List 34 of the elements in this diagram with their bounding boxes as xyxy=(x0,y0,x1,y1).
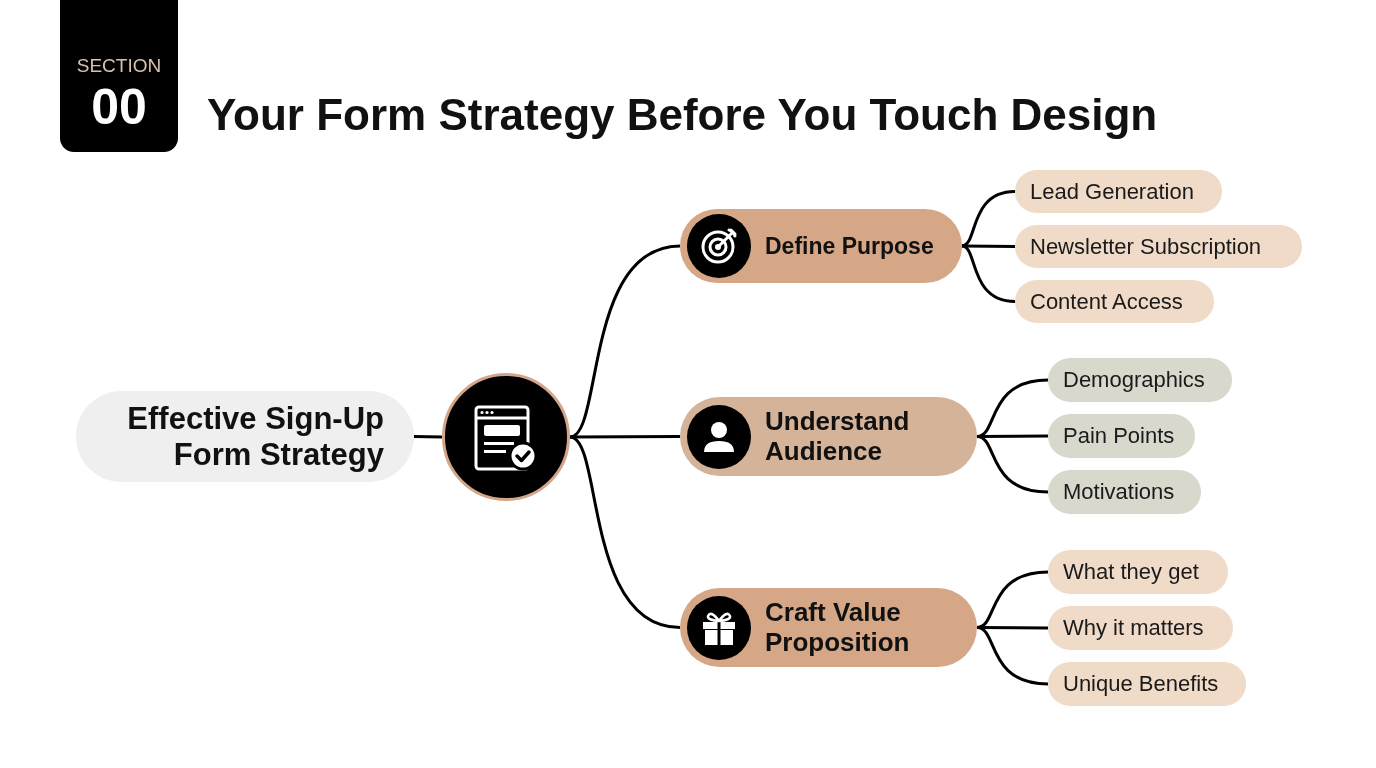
subtopic-pill xyxy=(1048,358,1232,402)
subtopic-pill xyxy=(1015,225,1302,268)
subtopic-text: Demographics xyxy=(1063,367,1205,393)
connector xyxy=(961,190,1016,248)
connector xyxy=(961,244,1016,303)
subtopic-text: Unique Benefits xyxy=(1063,671,1219,697)
section-label: SECTION xyxy=(75,55,163,77)
subtopic-pill xyxy=(1015,280,1214,323)
connector xyxy=(976,435,1049,494)
title: Your Form Strategy Before You Touch Design xyxy=(207,90,1158,140)
branch-text: Define Purpose xyxy=(765,232,934,260)
connector xyxy=(977,434,1048,438)
subtopic-pill xyxy=(1048,414,1195,458)
subtopic-pill xyxy=(1048,606,1233,650)
subtopic-text: Newsletter Subscription xyxy=(1030,233,1262,260)
subtopic-text: Why it matters xyxy=(1063,615,1204,641)
section-number: 00 xyxy=(90,78,148,136)
connector xyxy=(413,435,443,439)
connector xyxy=(977,626,1048,630)
branch-text: Craft Value Proposition xyxy=(765,597,911,658)
subtopic-pill xyxy=(1048,662,1246,706)
connector xyxy=(976,626,1049,686)
subtopic-text: Motivations xyxy=(1063,479,1175,505)
subtopic-text: Lead Generation xyxy=(1030,178,1194,205)
connector xyxy=(570,435,680,439)
connector xyxy=(569,435,681,629)
branch-text: Understand Audience xyxy=(765,406,911,467)
subtopic-pill xyxy=(1015,170,1222,213)
subtopic-text: Content Access xyxy=(1030,288,1183,315)
subtopic-text: Pain Points xyxy=(1063,423,1175,449)
subtopic-pill xyxy=(1048,470,1201,514)
subtopic-text: What they get xyxy=(1063,559,1199,585)
subtopic-pill xyxy=(1048,550,1228,594)
topic-text: Effective Sign-Up Form Strategy xyxy=(126,400,384,473)
